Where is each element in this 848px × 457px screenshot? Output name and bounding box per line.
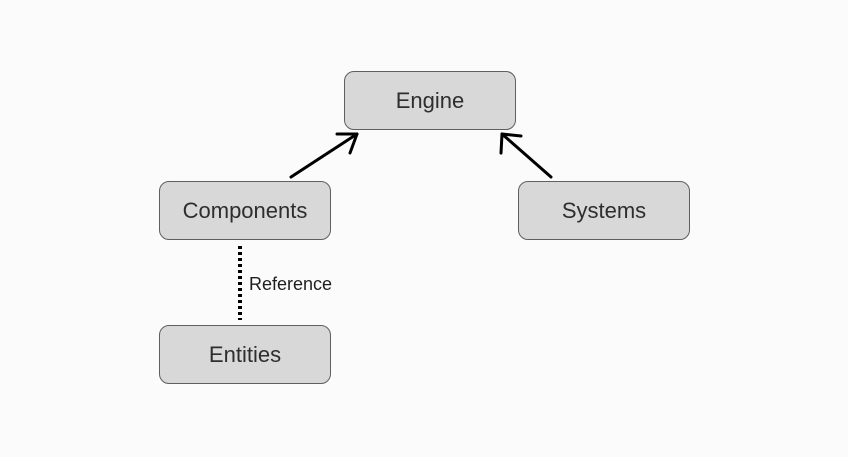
edge-line [289, 132, 359, 179]
edge-components-to-engine [289, 132, 359, 179]
node-systems[interactable]: Systems [518, 181, 690, 240]
node-entities[interactable]: Entities [159, 325, 331, 384]
edge-line [500, 132, 553, 179]
edge-label-reference: Reference [249, 274, 333, 294]
arrowhead-icon [499, 132, 523, 155]
edge-systems-to-engine [499, 132, 553, 179]
node-engine[interactable]: Engine [344, 71, 516, 130]
node-components[interactable]: Components [159, 181, 331, 240]
arrowhead-icon [335, 132, 359, 155]
